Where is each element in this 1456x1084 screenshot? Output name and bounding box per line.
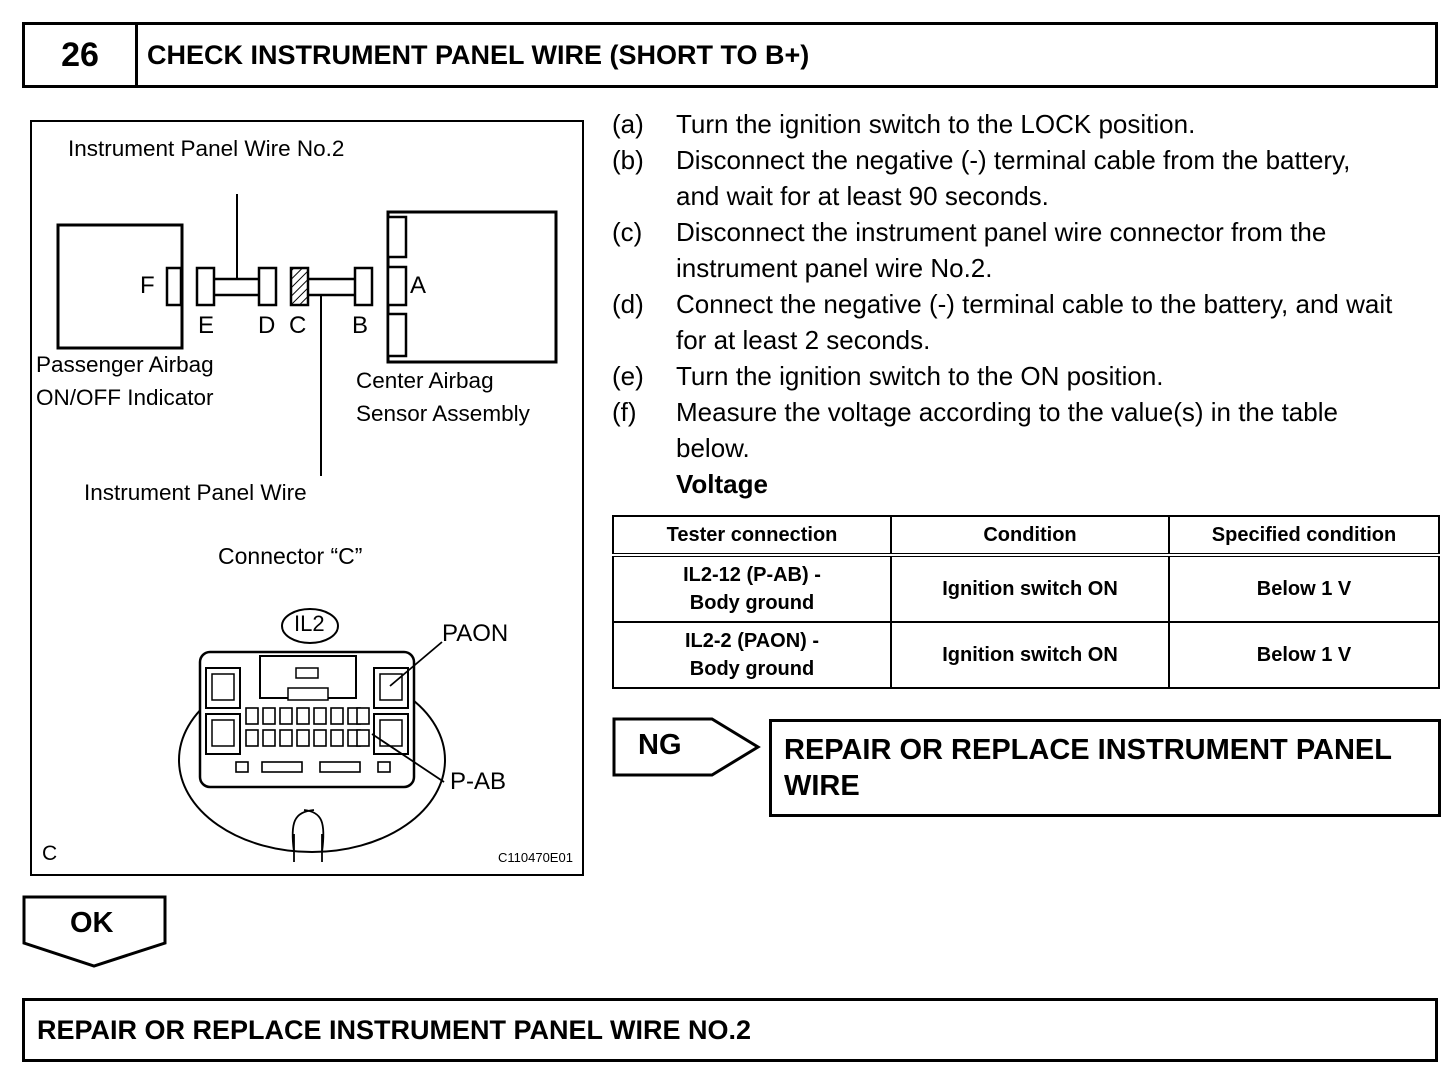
step-letter: (e) <box>612 361 644 391</box>
tester-connection-cell: IL2-2 (PAON) - Body ground <box>612 621 892 689</box>
procedure-steps: (a) Turn the ignition switch to the LOCK… <box>612 106 1442 502</box>
step-number: 26 <box>25 25 138 85</box>
step-letter: (d) <box>612 289 644 319</box>
step-a: (a) Turn the ignition switch to the LOCK… <box>612 106 1442 142</box>
step-letter: (c) <box>612 217 643 247</box>
connector-c-face <box>178 608 446 862</box>
ok-action-box: REPAIR OR REPLACE INSTRUMENT PANEL WIRE … <box>22 998 1438 1062</box>
connector-a <box>386 265 408 307</box>
label-center-sensor-1: Center Airbag <box>356 368 494 393</box>
label-passenger-indicator-1: Passenger Airbag <box>36 352 214 377</box>
header-tester-connection: Tester connection <box>612 515 892 557</box>
step-text: Turn the ignition switch to the LOCK pos… <box>676 109 1196 139</box>
step-text: Connect the negative (-) terminal cable … <box>676 289 1393 355</box>
label-center-sensor-2: Sensor Assembly <box>356 401 530 426</box>
label-paon: PAON <box>442 620 509 647</box>
step-text: Measure the voltage according to the val… <box>676 397 1338 463</box>
table-row: IL2-2 (PAON) - Body ground Ignition swit… <box>612 621 1440 689</box>
connector-d <box>257 266 278 307</box>
step-text: Disconnect the negative (-) terminal cab… <box>676 145 1351 211</box>
condition-cell: Ignition switch ON <box>890 621 1170 689</box>
label-c: C <box>289 312 307 339</box>
connector-e <box>195 266 216 307</box>
label-e: E <box>198 312 215 339</box>
spec-cell: Below 1 V <box>1168 554 1440 623</box>
tester-connection-line2: Body ground <box>689 658 815 680</box>
step-d: (d) Connect the negative (-) terminal ca… <box>612 286 1442 358</box>
connector-b <box>353 266 374 307</box>
ng-action-box: REPAIR OR REPLACE INSTRUMENT PANEL WIRE <box>769 719 1441 817</box>
figure-code: C110470E01 <box>498 850 573 865</box>
ng-action-line2: WIRE <box>784 770 860 802</box>
step-letter: (b) <box>612 145 644 175</box>
tester-connection-cell: IL2-12 (P-AB) - Body ground <box>612 554 892 623</box>
step-text: Disconnect the instrument panel wire con… <box>676 217 1327 283</box>
step-f: (f) Measure the voltage according to the… <box>612 394 1442 466</box>
label-il2: IL2 <box>294 611 325 636</box>
connector-f <box>165 266 183 307</box>
tester-connection-line1: IL2-12 (P-AB) - <box>683 564 821 586</box>
step-title: CHECK INSTRUMENT PANEL WIRE (SHORT TO B+… <box>147 39 810 70</box>
label-connector: Connector “C” <box>218 543 363 569</box>
step-text: Turn the ignition switch to the ON posit… <box>676 361 1164 391</box>
wiring-figure: Instrument Panel Wire No.2 F E D C B A P… <box>30 120 584 876</box>
step-letter: (f) <box>612 397 637 427</box>
voltage-spec-table: Tester connection Condition Specified co… <box>612 515 1440 689</box>
step-c: (c) Disconnect the instrument panel wire… <box>612 214 1442 286</box>
table-header-row: Tester connection Condition Specified co… <box>612 515 1440 557</box>
figure-corner-letter: C <box>42 842 58 865</box>
table-row: IL2-12 (P-AB) - Body ground Ignition swi… <box>612 554 1440 623</box>
label-f: F <box>140 272 155 299</box>
ng-label: NG <box>638 729 682 761</box>
ok-label: OK <box>70 907 114 939</box>
connector-c <box>289 266 310 307</box>
label-a: A <box>410 272 427 299</box>
step-e: (e) Turn the ignition switch to the ON p… <box>612 358 1442 394</box>
spec-cell: Below 1 V <box>1168 621 1440 689</box>
wiring-diagram <box>56 194 558 862</box>
center-airbag-sensor-box <box>386 210 558 364</box>
voltage-label: Voltage <box>676 469 768 499</box>
condition-cell: Ignition switch ON <box>890 554 1170 623</box>
step-b: (b) Disconnect the negative (-) terminal… <box>612 142 1442 214</box>
label-b: B <box>352 312 369 339</box>
label-pab: P-AB <box>450 768 507 795</box>
tester-connection-line2: Body ground <box>689 592 815 614</box>
label-passenger-indicator-2: ON/OFF Indicator <box>36 385 214 410</box>
label-ip-wire-no2: Instrument Panel Wire No.2 <box>68 136 345 161</box>
label-d: D <box>258 312 276 339</box>
header-condition: Condition <box>890 515 1170 557</box>
step-letter: (a) <box>612 109 644 139</box>
header-specified-condition: Specified condition <box>1168 515 1440 557</box>
tester-connection-line1: IL2-2 (PAON) - <box>684 630 820 652</box>
ng-arrow-icon <box>612 717 761 777</box>
ng-action-line1: REPAIR OR REPLACE INSTRUMENT PANEL <box>784 734 1392 766</box>
ok-arrow-icon <box>22 895 167 968</box>
label-ip-wire: Instrument Panel Wire <box>84 480 307 505</box>
passenger-indicator-box <box>56 223 184 350</box>
step-header: 26 CHECK INSTRUMENT PANEL WIRE (SHORT TO… <box>22 22 1438 88</box>
